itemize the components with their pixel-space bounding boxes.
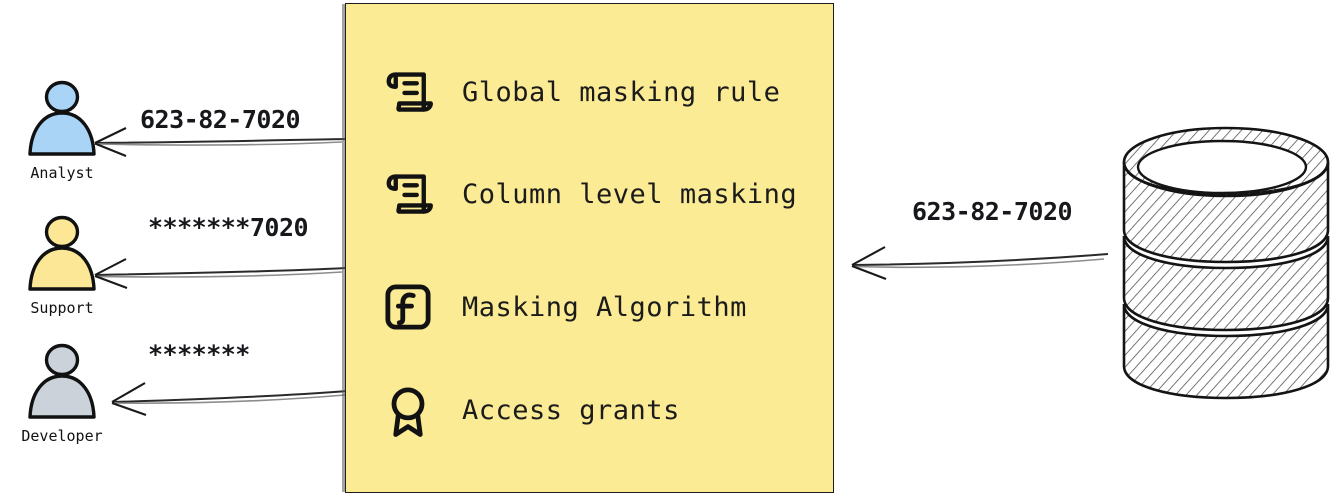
panel-row[interactable]: Access grants: [380, 382, 680, 438]
person-icon: [28, 215, 96, 291]
actor-analyst: Analyst: [2, 78, 122, 182]
masking-policy-panel: Global masking rule Column level masking: [345, 3, 834, 493]
panel-row-label: Masking Algorithm: [462, 291, 747, 323]
arrow-icon: [851, 246, 1109, 280]
function-icon: [385, 284, 431, 330]
panel-row[interactable]: Global masking rule: [380, 64, 780, 120]
flow-to-support: [88, 248, 348, 292]
actor-developer: Developer: [2, 341, 122, 445]
panel-row[interactable]: Column level masking: [380, 166, 797, 222]
panel-row[interactable]: Masking Algorithm: [380, 279, 747, 335]
panel-row-label: Global masking rule: [462, 76, 781, 108]
flow-label-developer: *******: [148, 340, 250, 369]
flow-label-source: 623-82-7020: [912, 197, 1073, 226]
arrow-icon: [94, 127, 347, 157]
arrow-icon: [111, 382, 349, 416]
flow-from-database: [845, 238, 1110, 282]
actor-label: Analyst: [30, 164, 94, 182]
panel-row-label: Access grants: [462, 394, 680, 426]
actor-support: Support: [2, 213, 122, 317]
flow-to-developer: [105, 373, 350, 417]
flow-label-analyst: 623-82-7020: [140, 105, 301, 134]
person-icon: [28, 343, 96, 419]
actor-label: Developer: [21, 427, 103, 445]
arrow-icon: [94, 258, 347, 289]
actor-label: Support: [30, 299, 94, 317]
scroll-icon: [386, 174, 433, 214]
database-icon: [1122, 126, 1330, 400]
award-icon: [391, 387, 425, 437]
flow-label-support: *******7020: [148, 213, 309, 242]
flow-to-analyst: [88, 115, 348, 159]
panel-row-label: Column level masking: [462, 178, 798, 210]
person-icon: [28, 80, 96, 156]
scroll-icon: [386, 72, 433, 112]
